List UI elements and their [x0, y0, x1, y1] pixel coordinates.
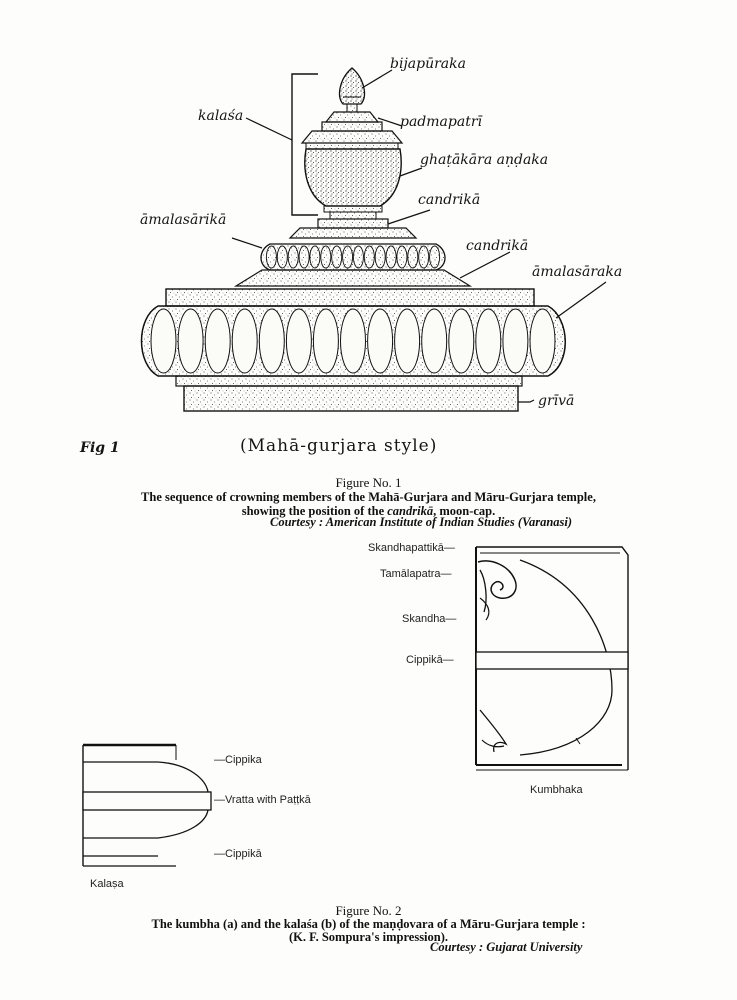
amalasaraka-rib [475, 308, 502, 374]
label-bijapuraka: bijapūraka [390, 56, 466, 72]
label-amalasaraka: āmalasāraka [532, 264, 623, 280]
label-amalasarika: āmalasārikā [140, 212, 227, 228]
label-skandha: Skandha— [402, 613, 457, 625]
figure-1-caption-title: Figure No. 1 [335, 475, 402, 490]
figure-2-caption-line2: (K. F. Sompura's impression). [288, 930, 449, 944]
figure-1-caption-line2: showing the position of the candrikā, mo… [241, 504, 496, 518]
amalasaraka-rib [394, 308, 421, 374]
label-cippika-bottom: —Cippikā [214, 848, 262, 860]
amalasarika-rib [331, 245, 343, 269]
amalasaraka-rib [177, 308, 204, 374]
label-candrika-upper: candrikā [418, 192, 481, 208]
amalasaraka-rib [231, 308, 258, 374]
amalasaraka-rib [340, 308, 366, 374]
amalasarika-rib [298, 245, 310, 269]
label-candrika-lower: candrikā [466, 238, 529, 254]
amalasaraka [140, 305, 566, 377]
amalasaraka-rib [204, 308, 231, 374]
label-kalasa: kalaśa [198, 108, 244, 124]
amalasarika-rib [363, 245, 375, 269]
amalasaraka-rib [367, 308, 394, 374]
kalasa-bracket [291, 73, 318, 216]
candrika-lower [233, 269, 473, 287]
amalasaraka-rib [529, 308, 556, 374]
kalasa-diagram [82, 743, 212, 867]
amalasarika-rib [385, 245, 397, 269]
amalasaraka-rib [312, 308, 339, 374]
label-vratta-with-pattka: —Vratta with Paṭṭkā [214, 794, 311, 806]
figure-1-caption-line1: The sequence of crowning members of the … [141, 490, 596, 504]
amalasarika-rib [342, 245, 354, 269]
label-griva: grīvā [538, 393, 575, 409]
label-skandhapattika: Skandhapattikā— [368, 542, 455, 554]
figure-1-courtesy: Courtesy : American Institute of Indian … [270, 515, 573, 529]
amalasarika-rib [309, 245, 321, 269]
amalasaraka-rib [421, 308, 448, 374]
amalasarika-rib [287, 245, 299, 269]
amalasarika-rib [276, 245, 288, 269]
amalasaraka-rib [448, 308, 475, 374]
griva-band [183, 385, 519, 412]
amalasaraka-rib [150, 308, 177, 374]
kumbha-diagram [475, 546, 629, 771]
label-padmapatri: padmapatrī [400, 114, 482, 130]
label-kalasa-fig2: Kalaṣa [90, 878, 124, 890]
amalasarika-rib [320, 245, 332, 269]
figure-2-courtesy: Courtesy : Gujarat University [430, 940, 583, 954]
figure-2-caption-title: Figure No. 2 [335, 903, 402, 918]
figure-1-leaders [231, 69, 607, 403]
amalasarika-rib [396, 245, 408, 269]
amalasaraka-rib [502, 308, 529, 374]
fig-1-tag: Fig 1 [80, 440, 120, 456]
amalasarika-rib [265, 245, 277, 269]
amalasarika-rib [418, 245, 430, 269]
amalasarika-rib [352, 245, 364, 269]
amalasaraka-rib [258, 308, 285, 374]
amalasarika-rib [407, 245, 419, 269]
amalasarika-rib [374, 245, 386, 269]
label-cippika-top: —Cippika [214, 754, 262, 766]
label-ghatakara-andaka: ghaṭākāra aṇḍaka [420, 152, 549, 168]
label-tamalapatra: Tamālapatra— [380, 568, 452, 580]
amalasaraka-rib [285, 308, 312, 374]
amalasarika-rib [429, 245, 441, 269]
style-note: (Mahā-gurjara style) [240, 436, 438, 456]
label-kumbhaka: Kumbhaka [530, 784, 583, 796]
figure-2-caption-line1: The kumbha (a) and the kalaśa (b) of the… [151, 917, 586, 931]
label-cippika-kumbha: Cippikā— [406, 654, 454, 666]
